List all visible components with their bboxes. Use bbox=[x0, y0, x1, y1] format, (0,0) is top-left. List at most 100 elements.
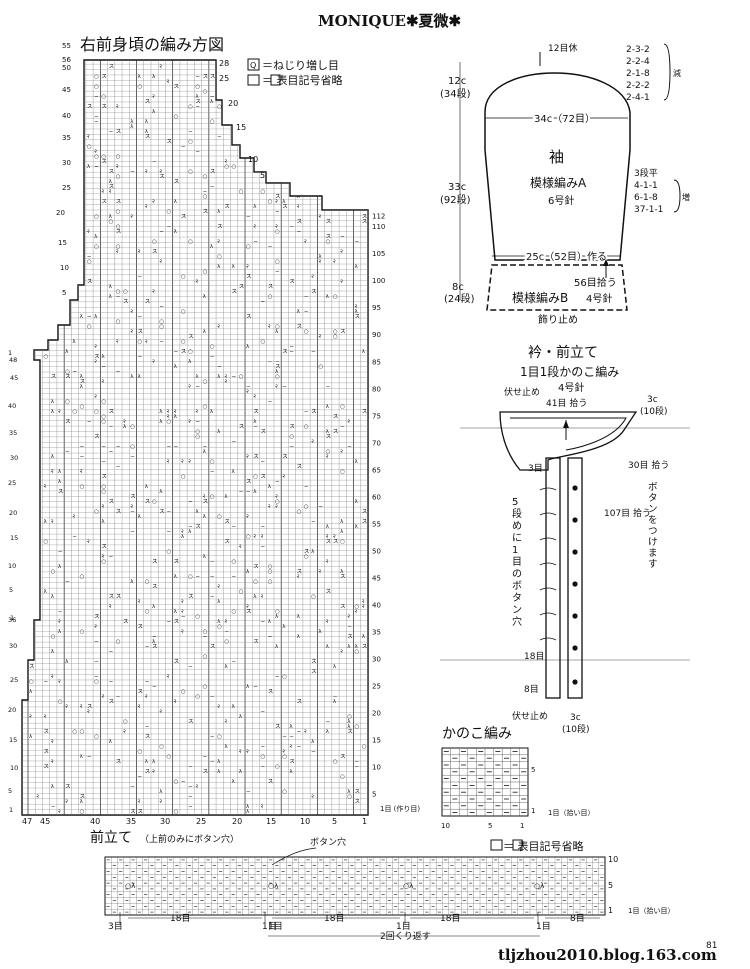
stitch-symbol: λ bbox=[51, 399, 55, 405]
stitch-symbol: − bbox=[94, 674, 99, 680]
right-front-band bbox=[567, 457, 583, 699]
stitch-symbol: ○ bbox=[311, 594, 316, 600]
stitch-symbol: λ bbox=[72, 339, 76, 345]
row-label-right: 85 bbox=[372, 358, 381, 366]
stitch-symbol: २ bbox=[130, 504, 133, 510]
stitch-symbol: ○ bbox=[195, 429, 200, 435]
stitch-symbol: २ bbox=[246, 389, 249, 395]
left-edge-label: 15 bbox=[9, 736, 17, 744]
stitch-symbol: २ bbox=[152, 94, 155, 100]
stitch-symbol: ス bbox=[145, 98, 151, 105]
stitch-symbol: ○ bbox=[340, 404, 345, 410]
stitch-symbol: ○ bbox=[94, 679, 99, 685]
stitch-symbol: ス bbox=[333, 428, 339, 435]
stitch-symbol: ス bbox=[138, 328, 144, 335]
placket-segment: 1目 bbox=[262, 921, 277, 932]
stitch-symbol: − bbox=[138, 314, 143, 320]
stitch-symbol: ス bbox=[109, 408, 115, 415]
stitch-symbol: ○ bbox=[268, 564, 273, 570]
stitch-label-bottom: 47 bbox=[22, 817, 32, 826]
stitch-symbol: २ bbox=[326, 454, 329, 460]
stitch-symbol: λ bbox=[203, 329, 207, 335]
stitch-symbol: ○ bbox=[340, 469, 345, 475]
stitch-symbol: − bbox=[268, 99, 273, 105]
stitch-symbol: ○ bbox=[340, 539, 345, 545]
stitch-symbol: λ bbox=[51, 784, 55, 790]
stitch-symbol: ○ bbox=[224, 639, 229, 645]
stitch-symbol: ス bbox=[311, 288, 317, 295]
stitch-symbol: ○ bbox=[275, 229, 280, 235]
stitch-symbol: − bbox=[275, 479, 280, 485]
stitch-symbol: ○ bbox=[101, 559, 106, 565]
collar-bind-off-top: 伏せ止め bbox=[504, 386, 540, 398]
stitch-symbol: ○ bbox=[123, 719, 128, 725]
stitch-symbol: λ bbox=[347, 789, 351, 795]
stitch-symbol: ○ bbox=[43, 354, 48, 360]
stitch-symbol: λ bbox=[72, 139, 76, 145]
stitch-symbol: ス bbox=[101, 198, 107, 205]
left-edge-label: 45 bbox=[10, 374, 18, 382]
stitch-symbol: २ bbox=[58, 619, 61, 625]
stitch-symbol: − bbox=[116, 464, 121, 470]
stitch-symbol: २ bbox=[326, 619, 329, 625]
stitch-symbol: ス bbox=[246, 98, 252, 105]
stitch-symbol: − bbox=[232, 374, 237, 380]
stitch-symbol: − bbox=[51, 804, 56, 810]
stitch-symbol: ○ bbox=[101, 154, 106, 160]
stitch-symbol: λ bbox=[253, 204, 257, 210]
row-label-left: 56 bbox=[62, 56, 71, 64]
stitch-symbol: − bbox=[333, 184, 338, 190]
stitch-symbol: ○ bbox=[65, 399, 70, 405]
stitch-symbol: २ bbox=[51, 739, 54, 745]
stitch-symbol: ○ bbox=[232, 559, 237, 565]
stitch-symbol: − bbox=[51, 289, 56, 295]
stitch-symbol: λ bbox=[58, 629, 62, 635]
stitch-symbol: ス bbox=[145, 768, 151, 775]
stitch-symbol: ス bbox=[159, 508, 165, 515]
collar-pickup-30: 30目 拾う bbox=[628, 459, 669, 471]
stitch-symbol: − bbox=[43, 224, 48, 230]
stitch-symbol: २ bbox=[253, 224, 256, 230]
stitch-symbol: ス bbox=[340, 603, 346, 610]
stitch-symbol: ス bbox=[101, 543, 107, 550]
stitch-symbol: λ bbox=[340, 519, 344, 525]
stitch-symbol: ス bbox=[152, 558, 158, 565]
stitch-symbol: २ bbox=[333, 259, 336, 265]
stitch-symbol: ○ bbox=[181, 689, 186, 695]
stitch-symbol: ○ bbox=[29, 284, 34, 290]
buttonhole-symbol-icon: ○λ bbox=[534, 882, 544, 890]
stitch-symbol: − bbox=[109, 679, 114, 685]
stitch-symbol: २ bbox=[347, 419, 350, 425]
stitch-symbol: λ bbox=[159, 409, 163, 415]
stitch-symbol: − bbox=[210, 574, 215, 580]
stitch-symbol: − bbox=[166, 529, 171, 535]
button-note-char: ボ bbox=[648, 482, 658, 493]
stitch-symbol: ○ bbox=[29, 634, 34, 640]
stitch-symbol: ス bbox=[43, 763, 49, 770]
stitch-symbol: λ bbox=[217, 769, 221, 775]
buttonhole-note-char: 目 bbox=[512, 557, 522, 568]
stitch-symbol: λ bbox=[268, 139, 272, 145]
stitch-symbol: २ bbox=[282, 749, 285, 755]
buttonhole-note-char: の bbox=[512, 569, 522, 580]
stitch-symbol: २ bbox=[145, 694, 148, 700]
stitch-symbol: ○ bbox=[166, 419, 171, 425]
stitch-symbol: − bbox=[36, 594, 41, 600]
stitch-symbol: ○ bbox=[51, 69, 56, 75]
stitch-symbol: λ bbox=[195, 374, 199, 380]
stitch-symbol: ス bbox=[355, 788, 361, 795]
step-label: 10 bbox=[248, 155, 258, 164]
stitch-symbol: λ bbox=[297, 194, 301, 200]
stitch-symbol: २ bbox=[224, 374, 227, 380]
stitch-symbol: λ bbox=[232, 779, 236, 785]
cap-height: 12c bbox=[448, 76, 466, 87]
stitch-symbol: λ bbox=[355, 309, 359, 315]
collar-width-bottom: 3c bbox=[570, 713, 581, 723]
stitch-symbol: ス bbox=[116, 508, 122, 515]
stitch-symbol: − bbox=[340, 424, 345, 430]
stitch-symbol: λ bbox=[58, 469, 62, 475]
stitch-symbol: − bbox=[195, 74, 200, 80]
stitch-symbol: λ bbox=[326, 94, 330, 100]
